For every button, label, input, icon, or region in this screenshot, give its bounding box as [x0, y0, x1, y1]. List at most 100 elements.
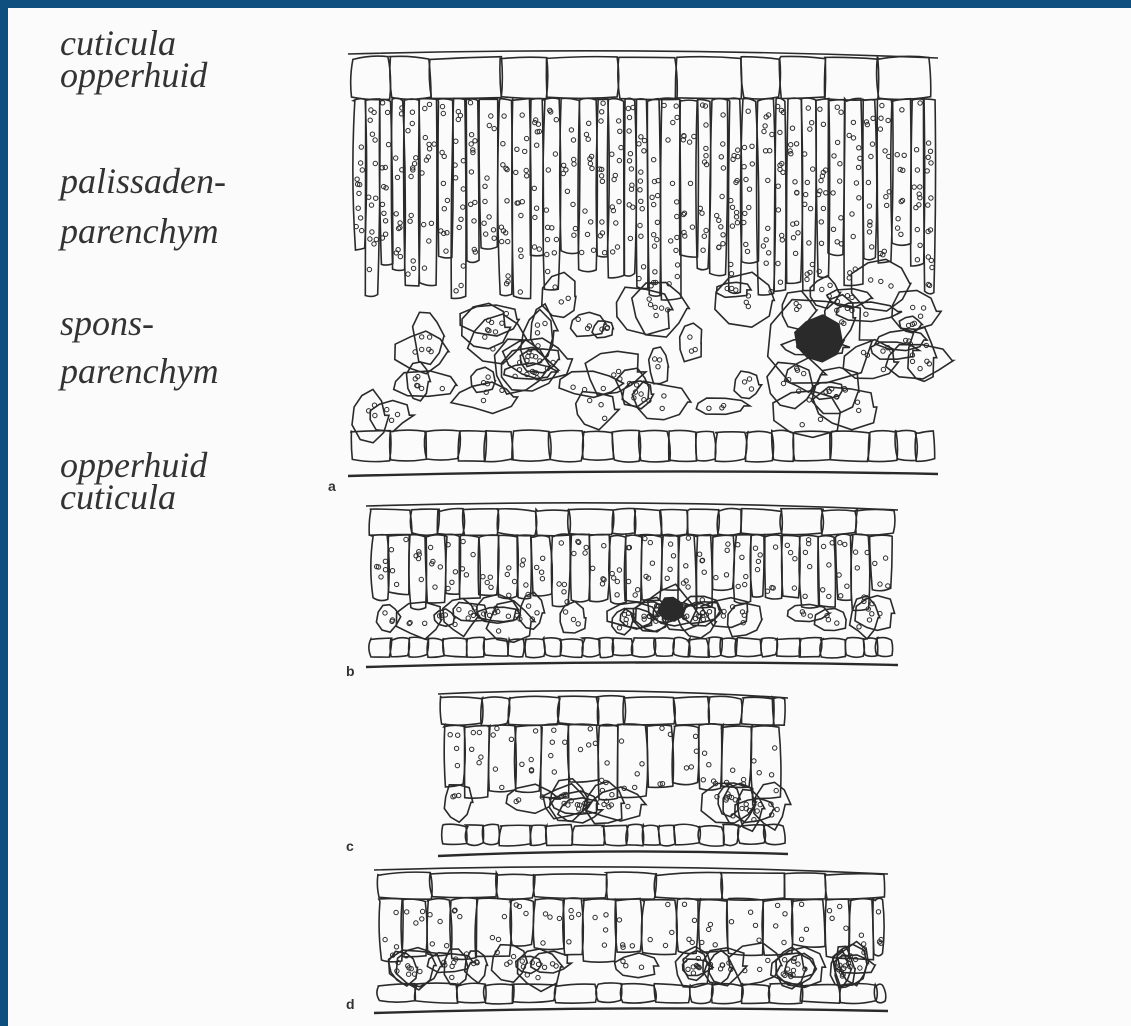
chloroplast: [379, 575, 383, 579]
epidermis-cell-lower: [467, 637, 485, 657]
chloroplast: [358, 216, 362, 220]
chloroplast: [383, 568, 387, 572]
chloroplast: [571, 138, 575, 142]
chloroplast: [557, 916, 561, 920]
epidermis-cell-lower: [723, 824, 739, 845]
chloroplast: [857, 408, 861, 412]
palisade-cell: [615, 899, 642, 953]
chloroplast: [373, 138, 377, 142]
chloroplast: [819, 178, 823, 182]
chloroplast: [382, 211, 386, 215]
spongy-cell: [395, 331, 449, 374]
chloroplast: [688, 181, 692, 185]
chloroplast: [546, 269, 550, 273]
chloroplast: [532, 186, 536, 190]
spongy-cell: [649, 347, 669, 384]
chloroplast: [405, 910, 409, 914]
palisade-cell: [475, 898, 511, 956]
chloroplast: [395, 175, 399, 179]
chloroplast: [902, 153, 906, 157]
chloroplast: [807, 241, 811, 245]
epidermis-cell-lower: [738, 825, 766, 844]
chloroplast: [504, 166, 508, 170]
chloroplast: [753, 923, 757, 927]
chloroplast: [719, 155, 723, 159]
epidermis-cell-lower: [868, 431, 897, 462]
chloroplast: [926, 255, 930, 259]
spongy-cell: [788, 604, 830, 621]
chloroplast: [571, 202, 575, 206]
chloroplast: [669, 239, 673, 243]
chloroplast: [724, 573, 728, 577]
epidermis-cell-lower: [530, 825, 546, 845]
epidermis-cell-lower: [612, 638, 632, 655]
chloroplast: [800, 423, 804, 427]
chloroplast: [821, 588, 825, 592]
chloroplast: [615, 245, 619, 249]
chloroplast: [441, 181, 445, 185]
chloroplast: [554, 237, 558, 241]
chloroplast: [857, 146, 861, 150]
chloroplast: [471, 552, 475, 556]
chloroplast: [535, 143, 539, 147]
chloroplast: [792, 959, 796, 963]
chloroplast: [744, 242, 748, 246]
chloroplast: [838, 179, 842, 183]
chloroplast: [569, 128, 573, 132]
chloroplast: [444, 249, 448, 253]
chloroplast: [545, 237, 549, 241]
chloroplast: [374, 196, 378, 200]
chloroplast: [602, 544, 606, 548]
chloroplast: [493, 330, 497, 334]
chloroplast: [663, 943, 667, 947]
palisade-cell: [699, 724, 722, 790]
epidermis-cell-upper: [741, 509, 782, 535]
epidermis-cell-lower: [776, 638, 800, 656]
chloroplast: [757, 938, 761, 942]
chloroplast: [543, 912, 547, 916]
chloroplast: [866, 180, 870, 184]
epidermis-cell-upper: [618, 57, 677, 99]
chloroplast: [565, 189, 569, 193]
chloroplast: [583, 209, 587, 213]
chloroplast: [835, 140, 839, 144]
chloroplast: [802, 371, 806, 375]
palisade-cell: [722, 725, 752, 787]
chloroplast: [730, 224, 734, 228]
chloroplast: [783, 958, 787, 962]
chloroplast: [639, 965, 643, 969]
diagram-paper: cuticula opperhuid palissaden- parenchym…: [8, 8, 1131, 1026]
chloroplast: [682, 902, 686, 906]
chloroplast: [432, 142, 436, 146]
chloroplast: [360, 228, 364, 232]
chloroplast: [442, 207, 446, 211]
palisade-cell: [661, 534, 678, 590]
chloroplast: [389, 418, 393, 422]
chloroplast: [675, 235, 679, 239]
chloroplast: [552, 770, 556, 774]
chloroplast: [766, 226, 770, 230]
chloroplast: [914, 205, 918, 209]
chloroplast: [636, 588, 640, 592]
chloroplast: [368, 237, 372, 241]
leaf-section-a: [348, 40, 938, 480]
chloroplast: [548, 915, 552, 919]
palisade-cell: [466, 99, 479, 263]
epidermis-cell-lower: [543, 638, 561, 657]
chloroplast: [380, 202, 384, 206]
chloroplast: [648, 540, 652, 544]
epidermis-cell-upper: [536, 509, 571, 536]
epidermis-cell-lower: [659, 825, 676, 846]
chloroplast: [532, 245, 536, 249]
palisade-cell: [512, 99, 531, 299]
chloroplast: [550, 740, 554, 744]
chloroplast: [580, 250, 584, 254]
palisade-cell: [568, 724, 599, 782]
chloroplast: [536, 975, 540, 979]
chloroplast: [502, 114, 506, 118]
chloroplast: [895, 226, 899, 230]
chloroplast: [639, 170, 643, 174]
chloroplast: [504, 311, 508, 315]
chloroplast: [612, 576, 616, 580]
chloroplast: [593, 915, 597, 919]
